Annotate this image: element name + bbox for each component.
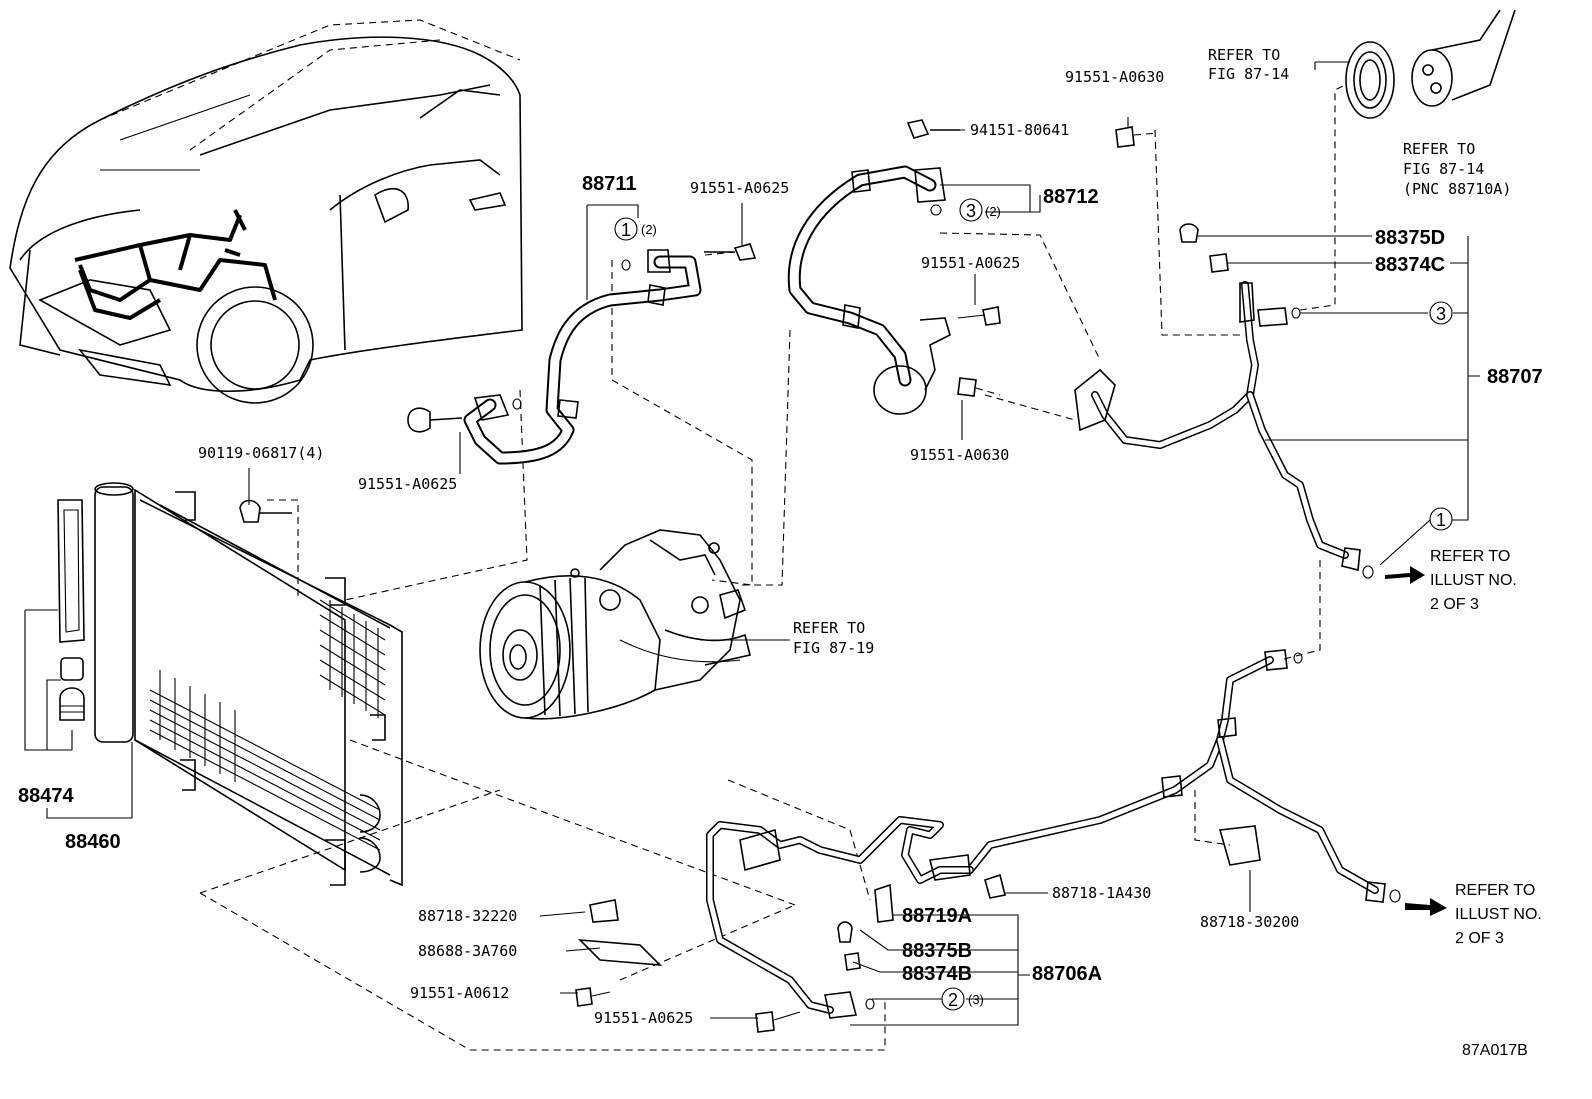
circle-marker-1-right [1429,507,1453,531]
reference-notes: REFER TO FIG 87-14 REFER TO FIG 87-14 (P… [793,46,1542,947]
label-88375B: 88375B [902,940,972,962]
arrow-right-icon [1385,566,1425,584]
circled-markers: 1 3 3 1 2 [614,198,1453,1011]
circle-marker-2-bottom-text: 2 [948,990,958,1010]
hose-88712 [787,119,1001,415]
label-88719A: 88719A [902,905,972,927]
ref-fig-87-14-a-line1: REFER TO [1208,46,1280,64]
pipe-88706A [575,649,1401,1033]
pipe-88707 [1074,126,1374,579]
ref-illust-a-line3: 2 OF 3 [1430,596,1479,613]
diagram-code: 87A017B [1462,1042,1528,1059]
label-88711-qty: (2) [641,222,657,237]
label-91551-A0630-top: 91551-A0630 [1065,68,1164,86]
label-91551-A0612: 91551-A0612 [410,984,509,1002]
circle-marker-1-top-text: 1 [621,220,631,240]
ref-fig-87-14-b-line3: (PNC 88710A) [1403,180,1511,198]
label-88718-1A430: 88718-1A430 [1052,884,1151,902]
ref-illust-b-line1: REFER TO [1455,882,1535,899]
label-91551-A0625-left: 91551-A0625 [358,475,457,493]
refer-arrows [1385,566,1447,916]
label-88706A-qty: (3) [968,992,984,1007]
leader-lines [248,117,1480,1026]
ref-fig-87-14-b-line1: REFER TO [1403,140,1475,158]
hose-88711 [239,243,757,523]
ref-illust-a-line2: ILLUST NO. [1430,572,1517,589]
label-90119-06817: 90119-06817(4) [198,444,324,462]
circle-marker-3-right-text: 3 [1436,304,1446,324]
label-88460: 88460 [65,831,121,853]
circle-marker-1-top [614,217,638,241]
vehicle-illustration [9,19,523,404]
ref-illust-b-line3: 2 OF 3 [1455,930,1504,947]
label-88718-30200: 88718-30200 [1200,913,1299,931]
label-88707: 88707 [1487,366,1543,388]
label-91551-A0625-top: 91551-A0625 [690,179,789,197]
circle-marker-3-top [959,198,983,222]
ref-fig-87-19-line2: FIG 87-19 [793,639,874,657]
ref-illust-a-line1: REFER TO [1430,548,1510,565]
label-88706A: 88706A [1032,963,1102,985]
part-labels: 88711 (2) 91551-A0625 91551-A0625 90119-… [18,68,1543,1027]
expansion-valve [1314,9,1516,119]
arrow-right-icon [1405,898,1447,916]
ref-illust-b-line2: ILLUST NO. [1455,906,1542,923]
label-88711: 88711 [582,173,637,195]
label-88375D: 88375D [1375,227,1445,249]
circle-marker-3-top-text: 3 [966,201,976,221]
label-88712: 88712 [1043,186,1099,208]
ref-fig-87-14-b-line2: FIG 87-14 [1403,160,1484,178]
label-88688-3A760: 88688-3A760 [418,942,517,960]
circle-marker-1-right-text: 1 [1436,510,1446,530]
ref-fig-87-19-line1: REFER TO [793,619,865,637]
condenser-assembly [24,482,403,887]
label-91551-A0630-mid: 91551-A0630 [910,446,1009,464]
label-88718-32220: 88718-32220 [418,907,517,925]
label-94151-80641: 94151-80641 [970,121,1069,139]
label-91551-A0625-mid: 91551-A0625 [921,254,1020,272]
label-88374B: 88374B [902,963,972,985]
compressor [479,529,790,720]
label-88712-qty: (2) [985,204,1001,219]
ref-fig-87-14-a-line2: FIG 87-14 [1208,65,1289,83]
assembly-dashed-lines [199,84,1346,1051]
circle-marker-3-right [1429,301,1453,325]
label-88474: 88474 [18,785,74,807]
label-91551-A0625-bottom: 91551-A0625 [594,1009,693,1027]
label-88374C: 88374C [1375,254,1445,276]
